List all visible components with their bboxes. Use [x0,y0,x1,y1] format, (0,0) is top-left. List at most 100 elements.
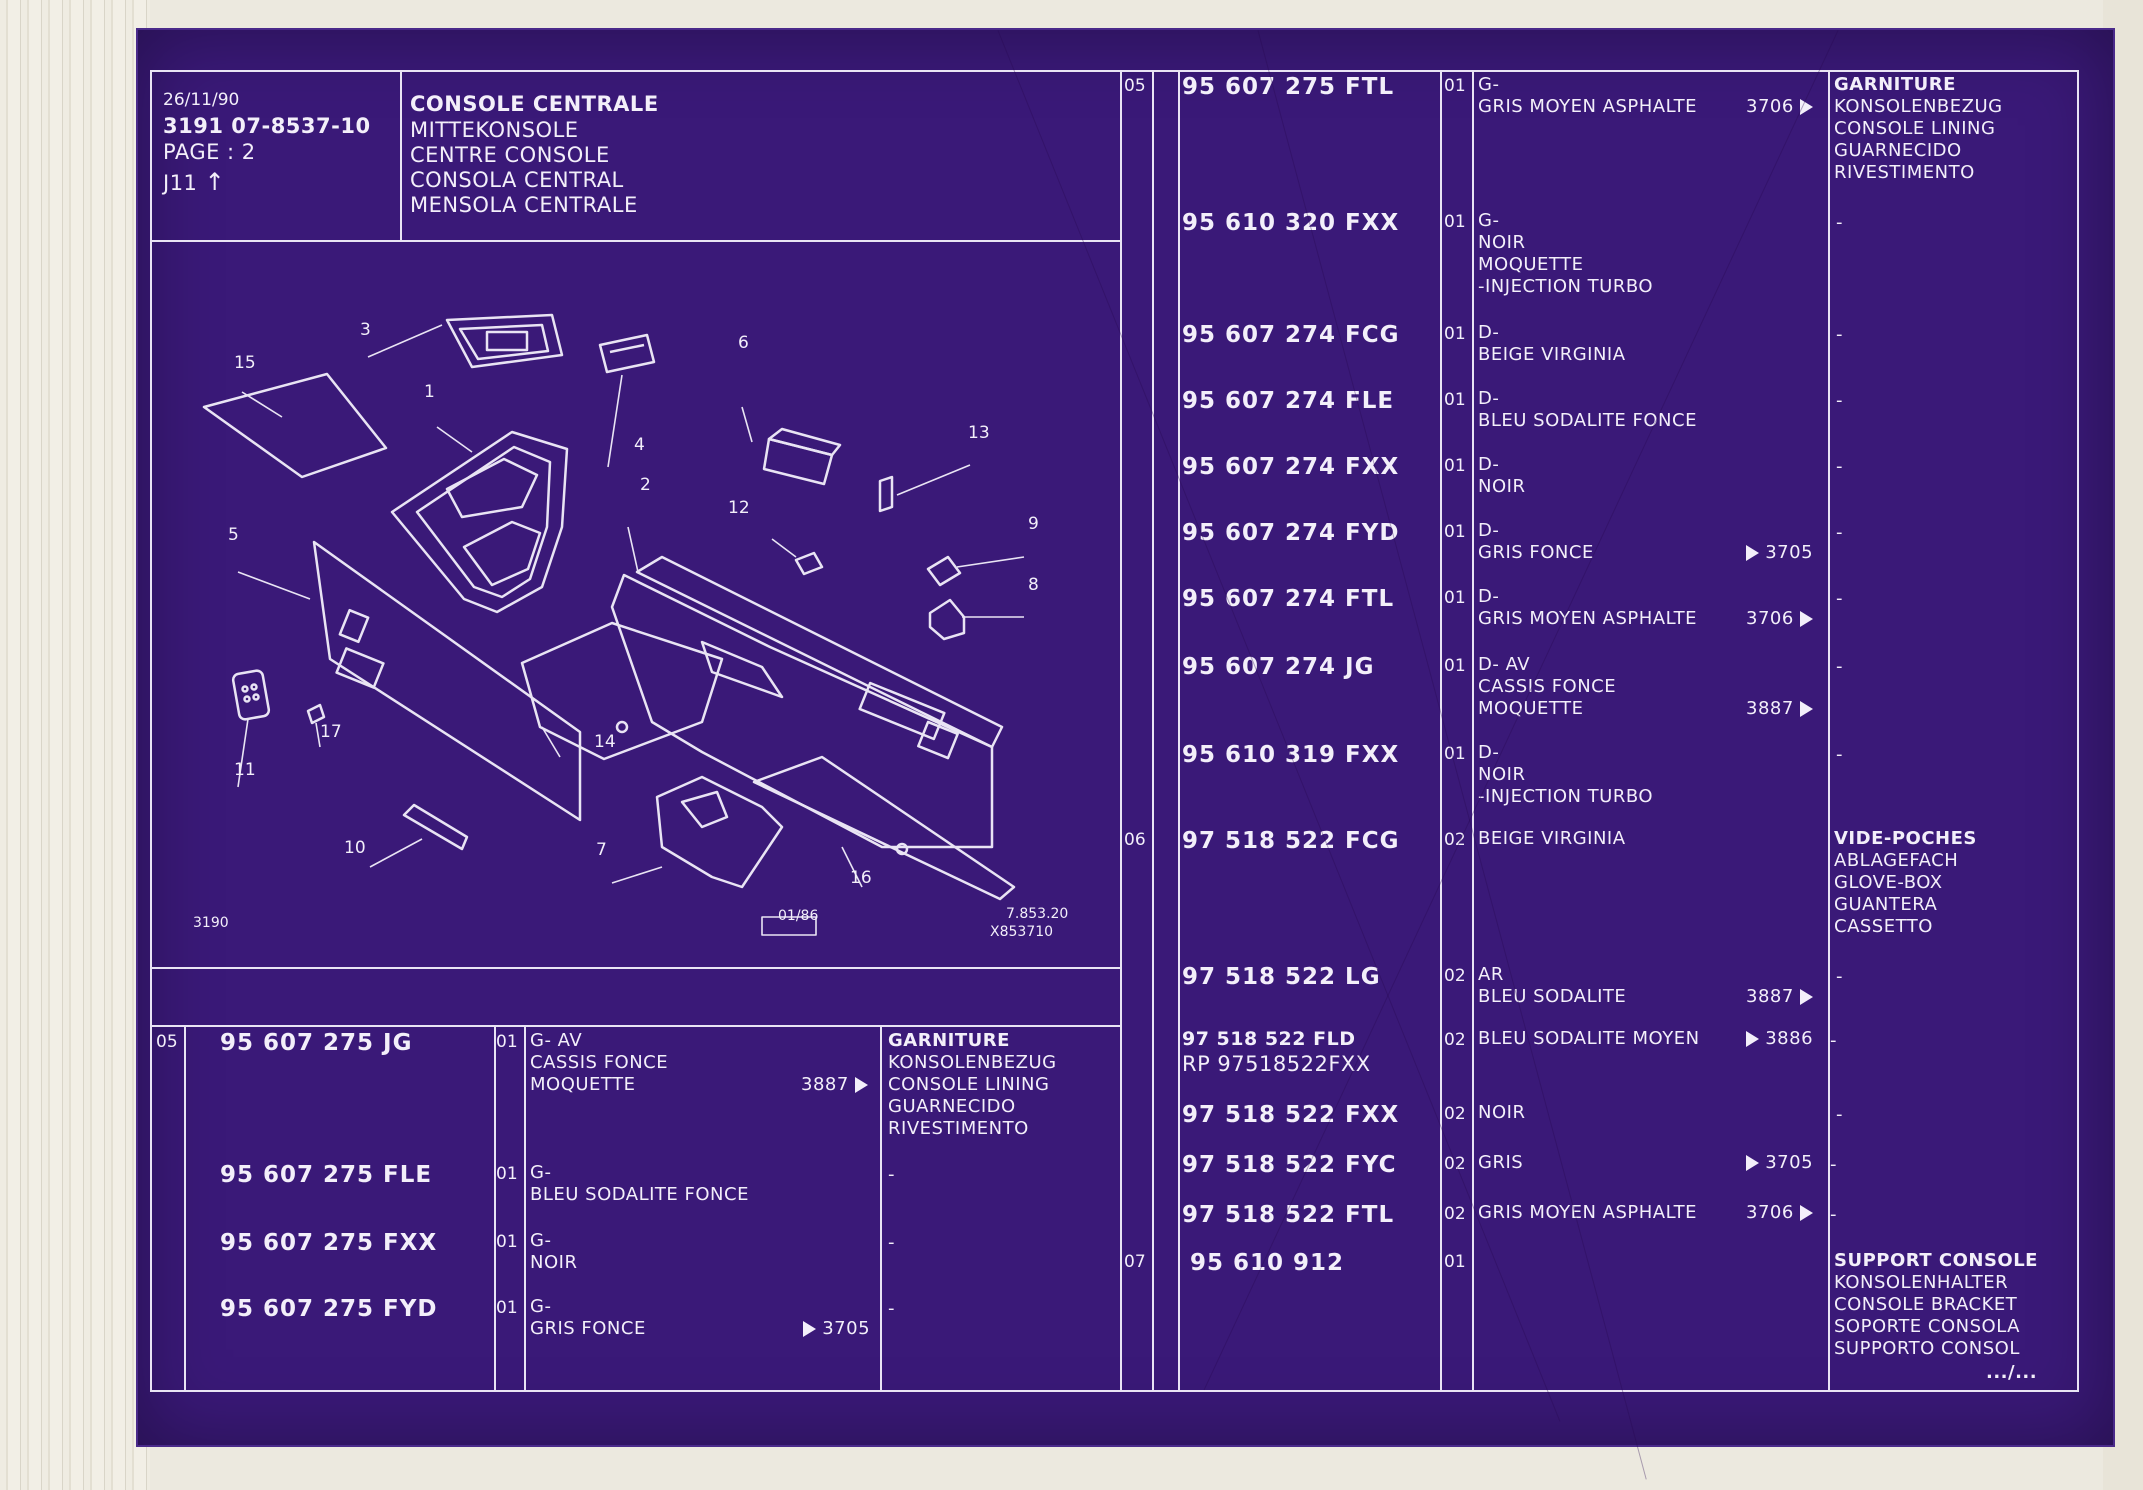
part-3-switch-panel [445,313,564,369]
right-spec-l1: GRIS MOYEN ASPHALTE [1478,1202,1698,1223]
right-spec-l1: AR [1478,964,1504,985]
left-desc-dash: - [888,1232,895,1253]
right-qty: 02 [1444,1104,1466,1124]
desc-garniture-it: RIVESTIMENTO [1834,162,1975,183]
left-spec-l3: MOQUETTE [530,1074,636,1095]
part-13-clip [878,475,894,513]
desc-videpoches-head: VIDE-POCHES [1834,828,1977,849]
desc-support-head: SUPPORT CONSOLE [1834,1250,2038,1271]
diagram-label-4: 4 [634,435,645,455]
right-spec-l2: GRIS FONCE [1478,542,1594,563]
right-spec-l1: D- [1478,322,1500,343]
diagram-label-13: 13 [968,423,990,443]
part-6-ashtray [762,427,842,486]
right-spec-l2: NOIR [1478,232,1526,253]
right-part-number: 95 607 274 FTL [1182,586,1395,612]
part-4-switch [598,333,656,374]
right-qty: 02 [1444,830,1466,850]
right-desc-dash: - [1836,522,1843,543]
left-desc-head: GARNITURE [888,1030,1010,1051]
left-desc-dash: - [888,1298,895,1319]
left-part-number: 95 607 275 FLE [220,1162,433,1188]
left-qty: 01 [496,1164,518,1184]
right-desc-dash: - [1836,324,1843,345]
triangle-right-icon [1800,611,1814,627]
left-qty: 01 [496,1032,518,1052]
right-desc-dash: - [1836,456,1843,477]
right-spec-l2: NOIR [1478,476,1526,497]
right-desc-dash: - [1836,1104,1843,1125]
left-col-ref [184,1025,186,1390]
right-code: 3706 [1746,1202,1814,1223]
left-part-number: 95 607 275 FYD [220,1296,438,1322]
right-part-number: 97 518 522 FYC [1182,1152,1397,1178]
right-spec-l1: D- [1478,454,1500,475]
header-bottom-line [150,240,1122,242]
right-spec-l2: BEIGE VIRGINIA [1478,344,1626,365]
diagram-bottom-line [150,967,1122,969]
diagram-label-6: 6 [738,333,749,353]
sheet-reference: 3191 07-8537-10 [163,114,371,138]
right-desc-dash: - [1836,656,1843,677]
right-code: 3705 [1746,1152,1813,1173]
triangle-right-icon [1800,701,1814,717]
right-desc-dash: - [1836,744,1843,765]
desc-support-en: CONSOLE BRACKET [1834,1294,2018,1315]
title-en: CENTRE CONSOLE [410,143,610,167]
desc-support-it: SUPPORTO CONSOL [1834,1338,2020,1359]
left-code: 3705 [803,1318,870,1339]
desc-videpoches-de: ABLAGEFACH [1834,850,1959,871]
parts-catalog-sheet: 26/11/90 3191 07-8537-10 PAGE : 2 J11 ↑ … [138,30,2113,1480]
continued-marker: .../... [1986,1362,2038,1383]
left-desc-en: CONSOLE LINING [888,1074,1050,1095]
right-spec-l1: NOIR [1478,1102,1526,1123]
part-9-cap [926,555,962,587]
right-code: 3705 [1746,542,1813,563]
right-desc-dash: - [1830,1154,1837,1175]
left-qty: 01 [496,1298,518,1318]
diagram-label-5: 5 [228,525,239,545]
right-qty: 01 [1444,522,1466,542]
part-7-bracket [655,775,784,889]
right-spec-l2: CASSIS FONCE [1478,676,1617,697]
right-part-number: 95 607 274 FCG [1182,322,1400,348]
triangle-right-icon [1746,545,1759,561]
right-part-number: 95 610 319 FXX [1182,742,1400,768]
right-spec-l1: D- [1478,586,1500,607]
desc-support-es: SOPORTE CONSOLA [1834,1316,2020,1337]
diagram-label-7: 7 [596,840,607,860]
right-part-replacement: RP 97518522FXX [1182,1052,1371,1076]
part-11-grille [231,669,271,721]
right-col-ref [1152,70,1154,1390]
diagram-label-3: 3 [360,320,371,340]
left-desc-es: GUARNECIDO [888,1096,1016,1117]
left-right-divider [1120,70,1122,1390]
right-code: 3887 [1746,986,1814,1007]
triangle-right-icon [855,1077,869,1093]
title-it: MENSOLA CENTRALE [410,193,638,217]
right-desc-dash: - [1830,1204,1837,1225]
right-spec-l2: GRIS MOYEN ASPHALTE [1478,608,1698,629]
right-spec-l2: BLEU SODALITE FONCE [1478,410,1697,431]
right-col-desc [1828,70,1830,1390]
part-17-clip [306,703,326,725]
left-spec-l2: CASSIS FONCE [530,1052,669,1073]
desc-videpoches-it: CASSETTO [1834,916,1933,937]
right-spec-l2: GRIS MOYEN ASPHALTE [1478,96,1698,117]
diagram-label-16: 16 [850,868,872,888]
right-part-number: 97 518 522 FLD [1182,1028,1356,1050]
desc-garniture-head: GARNITURE [1834,74,1956,95]
right-spec-l3: -INJECTION TURBO [1478,786,1654,807]
right-desc-dash: - [1836,966,1843,987]
diagram-label-14: 14 [594,732,616,752]
desc-garniture-de: KONSOLENBEZUG [1834,96,2003,117]
arrow-up-icon: ↑ [204,168,226,196]
title-es: CONSOLA CENTRAL [410,168,624,192]
left-col-desc [880,1025,882,1390]
film-edge-left [0,0,150,1490]
left-table-top-line [150,1025,1122,1027]
right-code: 3706 [1746,96,1814,117]
left-col-part [494,1025,496,1390]
left-spec-l1: G- [530,1296,552,1317]
right-desc-dash: - [1830,1030,1837,1051]
